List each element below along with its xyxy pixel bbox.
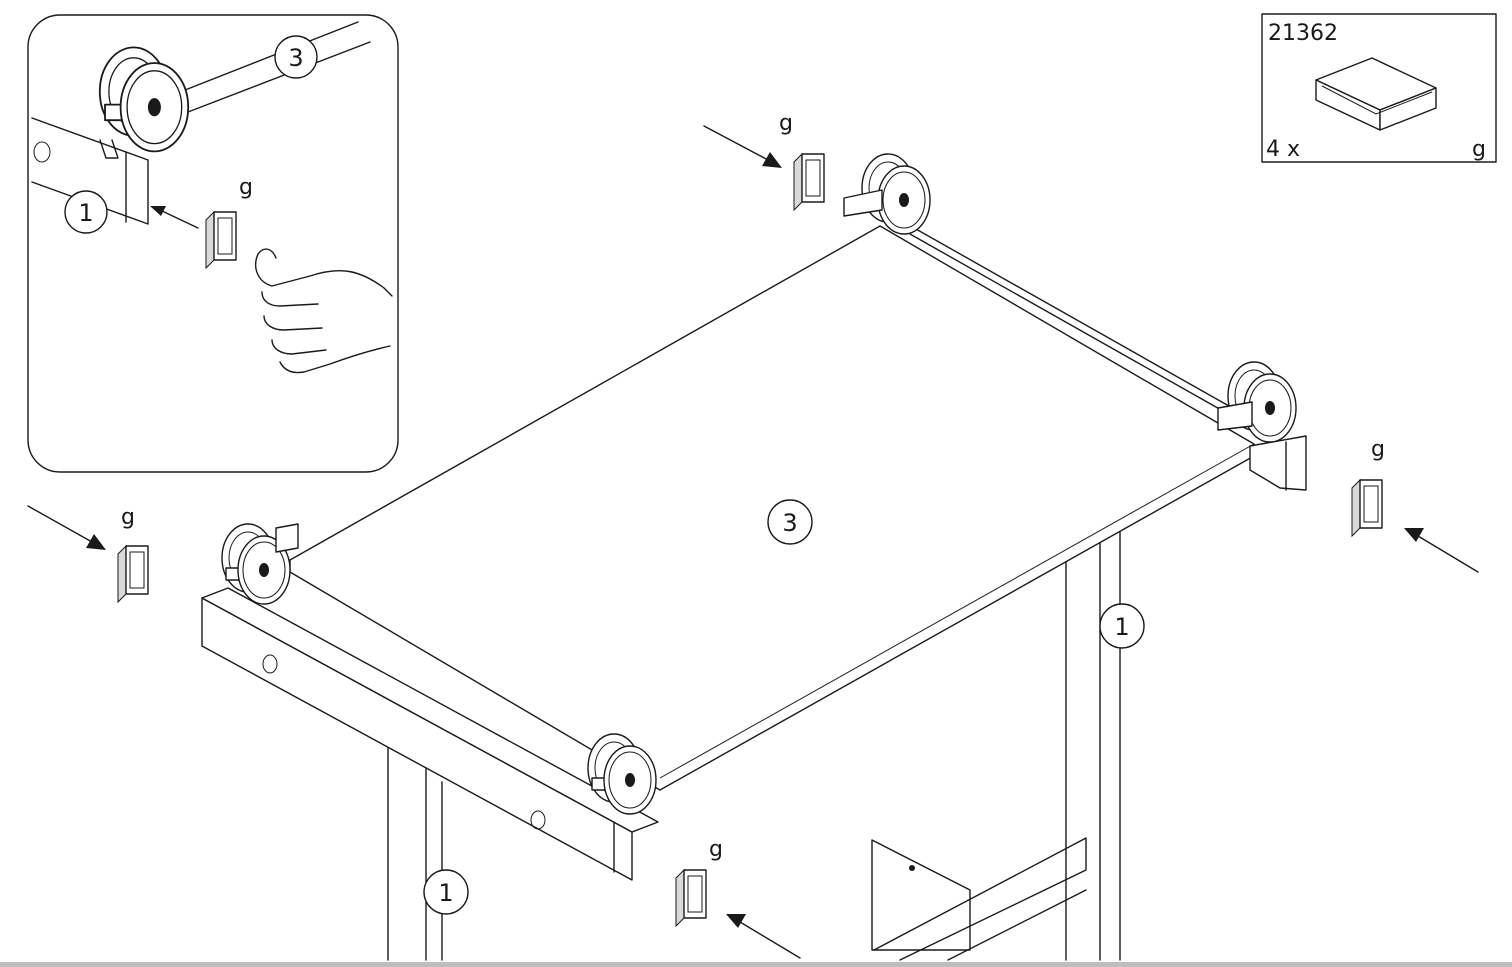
footer-bar: [0, 962, 1512, 967]
label-part-1-right: 1: [1099, 603, 1145, 649]
svg-text:1: 1: [1114, 613, 1129, 641]
part-letter: g: [1472, 137, 1486, 162]
part-quantity: 4 x: [1266, 137, 1300, 162]
part-box: 21362 4 x g: [1261, 13, 1497, 163]
endcap-top: [703, 125, 825, 211]
label-g-bottom: g: [709, 837, 723, 862]
inset-label-1: 1: [64, 190, 108, 234]
inset-label-3: 3: [274, 35, 318, 79]
label-g-top: g: [779, 111, 793, 136]
endcap-left: [27, 505, 149, 603]
svg-text:3: 3: [782, 509, 797, 537]
svg-text:3: 3: [288, 44, 303, 72]
main-assembly: g g g g 3 1 1: [27, 111, 1479, 961]
endcap-bottom: [675, 869, 801, 959]
label-part-3: 3: [767, 499, 813, 545]
part-number: 21362: [1268, 21, 1338, 46]
svg-text:1: 1: [438, 879, 453, 907]
label-g-left: g: [121, 505, 135, 530]
svg-text:1: 1: [78, 199, 93, 227]
endcap-part-icon: [1315, 57, 1437, 131]
endcap-right: [1351, 479, 1479, 573]
label-g-right: g: [1371, 437, 1385, 462]
inset-label-g: g: [239, 175, 253, 200]
label-part-1-left: 1: [423, 869, 469, 915]
detail-inset: 1 3 g: [27, 14, 399, 473]
